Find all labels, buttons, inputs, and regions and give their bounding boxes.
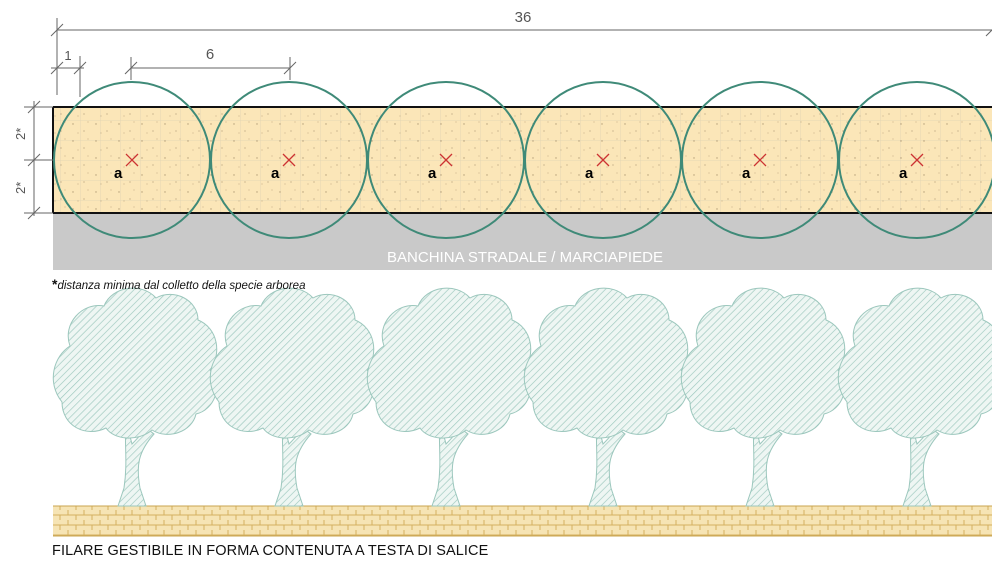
tree-center-cross-icon: [910, 153, 924, 167]
tree-label: a: [428, 165, 437, 182]
elevation-tree-row: [52, 287, 992, 507]
tree-center-cross-icon: [753, 153, 767, 167]
road-band: BANCHINA STRADALE / MARCIAPIEDE: [53, 214, 992, 270]
tree-center-cross-icon: [282, 153, 296, 167]
tree-crown: [523, 287, 689, 439]
side-offset-dimension: [24, 100, 53, 220]
tree-silhouette-icon: [52, 287, 218, 507]
spacing-label: 6: [206, 46, 214, 63]
side-offset-lower-label: 2*: [13, 182, 28, 194]
spacing-dimension: [124, 57, 297, 80]
tree-label: a: [114, 165, 123, 182]
tree-center-cross-icon: [125, 153, 139, 167]
total-length-dimension: [50, 18, 992, 95]
tree-center-cross-icon: [439, 153, 453, 167]
tree-crown: [52, 287, 218, 439]
tree-silhouette-icon: [837, 287, 992, 507]
tree-silhouette-icon: [680, 287, 846, 507]
footnote-mark: *: [52, 276, 58, 292]
tree-silhouette-icon: [523, 287, 689, 507]
tree-label: a: [585, 165, 594, 182]
elevation-caption: FILARE GESTIBILE IN FORMA CONTENUTA A TE…: [52, 543, 489, 559]
offset-label: 1: [64, 48, 71, 63]
tree-crown: [366, 287, 532, 439]
tree-crown: [209, 287, 375, 439]
tree-label: a: [271, 165, 280, 182]
tree-silhouette-icon: [366, 287, 532, 507]
tree-label: a: [742, 165, 751, 182]
canopy-circle: [838, 81, 992, 239]
tree-center-cross-icon: [596, 153, 610, 167]
tree-label: a: [899, 165, 908, 182]
tree-crown: [837, 287, 992, 439]
total-length-label: 36: [515, 9, 532, 26]
side-offset-upper-label: 2*: [13, 128, 28, 140]
ground-band: [53, 505, 992, 537]
footnote: *distanza minima dal colletto della spec…: [52, 276, 305, 292]
road-label: BANCHINA STRADALE / MARCIAPIEDE: [387, 249, 663, 266]
tree-silhouette-icon: [209, 287, 375, 507]
planting-strip: [52, 106, 992, 214]
offset-dimension: [50, 56, 87, 97]
tree-crown: [680, 287, 846, 439]
footnote-text: distanza minima dal colletto della speci…: [57, 280, 306, 292]
